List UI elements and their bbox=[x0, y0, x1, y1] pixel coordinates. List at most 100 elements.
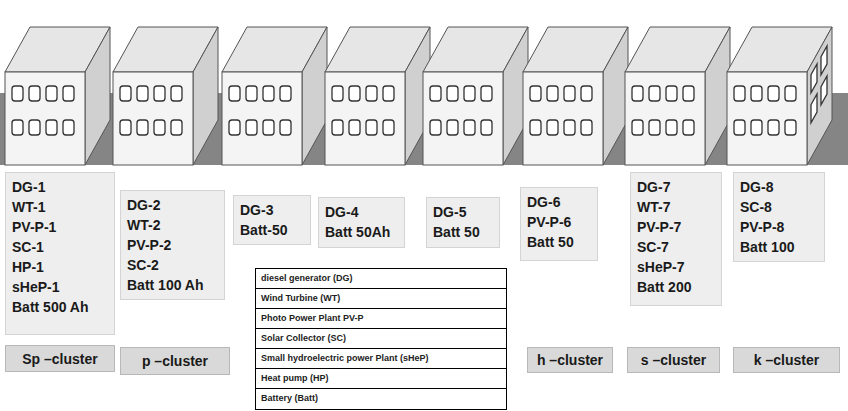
window bbox=[280, 86, 291, 101]
window bbox=[768, 120, 779, 135]
table-cell: Wind Turbine (WT) bbox=[256, 289, 506, 309]
window bbox=[154, 120, 165, 135]
building-front bbox=[423, 72, 503, 165]
side-window bbox=[811, 64, 817, 93]
window bbox=[464, 120, 475, 135]
window bbox=[263, 86, 274, 101]
building bbox=[625, 27, 730, 165]
window bbox=[564, 120, 575, 135]
cluster-label-box: h –cluster bbox=[527, 347, 613, 373]
equipment-item: WT-2 bbox=[127, 215, 218, 235]
window bbox=[768, 86, 779, 101]
window bbox=[632, 86, 643, 101]
window bbox=[683, 120, 694, 135]
window bbox=[581, 86, 592, 101]
equipment-item: sHeP-7 bbox=[637, 257, 715, 277]
window bbox=[349, 120, 360, 135]
equipment-item: DG-8 bbox=[740, 177, 818, 197]
equipment-item: SC-7 bbox=[637, 237, 715, 257]
window bbox=[246, 86, 257, 101]
side-window bbox=[811, 94, 817, 123]
window bbox=[137, 120, 148, 135]
equipment-item: sHeP-1 bbox=[12, 277, 108, 297]
window bbox=[666, 120, 677, 135]
window bbox=[464, 86, 475, 101]
building-front bbox=[727, 72, 807, 165]
equipment-item: Batt 100 bbox=[740, 237, 818, 257]
cluster-name: s –cluster bbox=[641, 351, 706, 369]
window bbox=[547, 86, 558, 101]
window bbox=[751, 120, 762, 135]
equipment-item: SC-8 bbox=[740, 197, 818, 217]
equipment-list-box: DG-7WT-7PV-P-7SC-7sHeP-7Batt 200 bbox=[630, 172, 722, 306]
equipment-item: DG-3 bbox=[240, 200, 304, 220]
window bbox=[481, 86, 492, 101]
building-front bbox=[5, 72, 85, 165]
equipment-item: Batt-50 bbox=[240, 220, 304, 240]
window bbox=[29, 86, 40, 101]
equipment-item: Batt 50Ah bbox=[325, 222, 398, 242]
building bbox=[325, 27, 430, 165]
window bbox=[332, 86, 343, 101]
equipment-list-box: DG-4Batt 50Ah bbox=[318, 197, 405, 248]
window bbox=[280, 120, 291, 135]
equipment-item: Batt 50 bbox=[527, 232, 591, 252]
building-side bbox=[807, 27, 832, 165]
side-window bbox=[821, 76, 827, 105]
table-cell: Photo Power Plant PV-P bbox=[256, 309, 506, 329]
equipment-item: WT-7 bbox=[637, 197, 715, 217]
buildings bbox=[5, 27, 832, 165]
equipment-item: WT-1 bbox=[12, 197, 108, 217]
window bbox=[46, 86, 57, 101]
equipment-item: PV-P-2 bbox=[127, 235, 218, 255]
building-side bbox=[705, 27, 730, 165]
equipment-item: DG-1 bbox=[12, 177, 108, 197]
window bbox=[12, 120, 23, 135]
window bbox=[785, 86, 796, 101]
window bbox=[120, 86, 131, 101]
equipment-list-box: DG-1WT-1PV-P-1SC-1HP-1sHeP-1Batt 500 Ah bbox=[5, 172, 115, 335]
equipment-item: SC-2 bbox=[127, 255, 218, 275]
window bbox=[349, 86, 360, 101]
building-side bbox=[603, 27, 628, 165]
window bbox=[366, 120, 377, 135]
table-cell: Battery (Batt) bbox=[256, 389, 506, 409]
building bbox=[423, 27, 528, 165]
equipment-item: SC-1 bbox=[12, 237, 108, 257]
window bbox=[530, 86, 541, 101]
table-cell: diesel generator (DG) bbox=[256, 269, 506, 289]
window bbox=[683, 86, 694, 101]
equipment-item: PV-P-7 bbox=[637, 217, 715, 237]
window bbox=[383, 120, 394, 135]
cluster-label-box: Sp –cluster bbox=[5, 345, 115, 372]
equipment-item: DG-2 bbox=[127, 195, 218, 215]
window bbox=[29, 120, 40, 135]
window bbox=[120, 120, 131, 135]
window bbox=[447, 120, 458, 135]
equipment-item: Batt 50 bbox=[433, 222, 493, 242]
cluster-label-box: k –cluster bbox=[733, 347, 840, 373]
building bbox=[222, 27, 327, 165]
equipment-item: HP-1 bbox=[12, 257, 108, 277]
equipment-list-box: DG-8SC-8PV-P-8Batt 100 bbox=[733, 172, 825, 262]
building-front bbox=[325, 72, 405, 165]
window bbox=[649, 86, 660, 101]
cluster-name: h –cluster bbox=[537, 351, 603, 369]
building bbox=[523, 27, 628, 165]
window bbox=[481, 120, 492, 135]
window bbox=[785, 120, 796, 135]
window bbox=[383, 86, 394, 101]
window bbox=[666, 86, 677, 101]
equipment-item: DG-7 bbox=[637, 177, 715, 197]
window bbox=[46, 120, 57, 135]
equipment-item: Batt 100 Ah bbox=[127, 275, 218, 295]
cluster-name: p –cluster bbox=[142, 352, 208, 370]
cluster-name: k –cluster bbox=[754, 351, 819, 369]
equipment-list-box: DG-2WT-2PV-P-2SC-2Batt 100 Ah bbox=[120, 190, 225, 300]
window bbox=[564, 86, 575, 101]
window bbox=[332, 120, 343, 135]
window bbox=[63, 120, 74, 135]
table-cell: Solar Collector (SC) bbox=[256, 329, 506, 349]
window bbox=[366, 86, 377, 101]
